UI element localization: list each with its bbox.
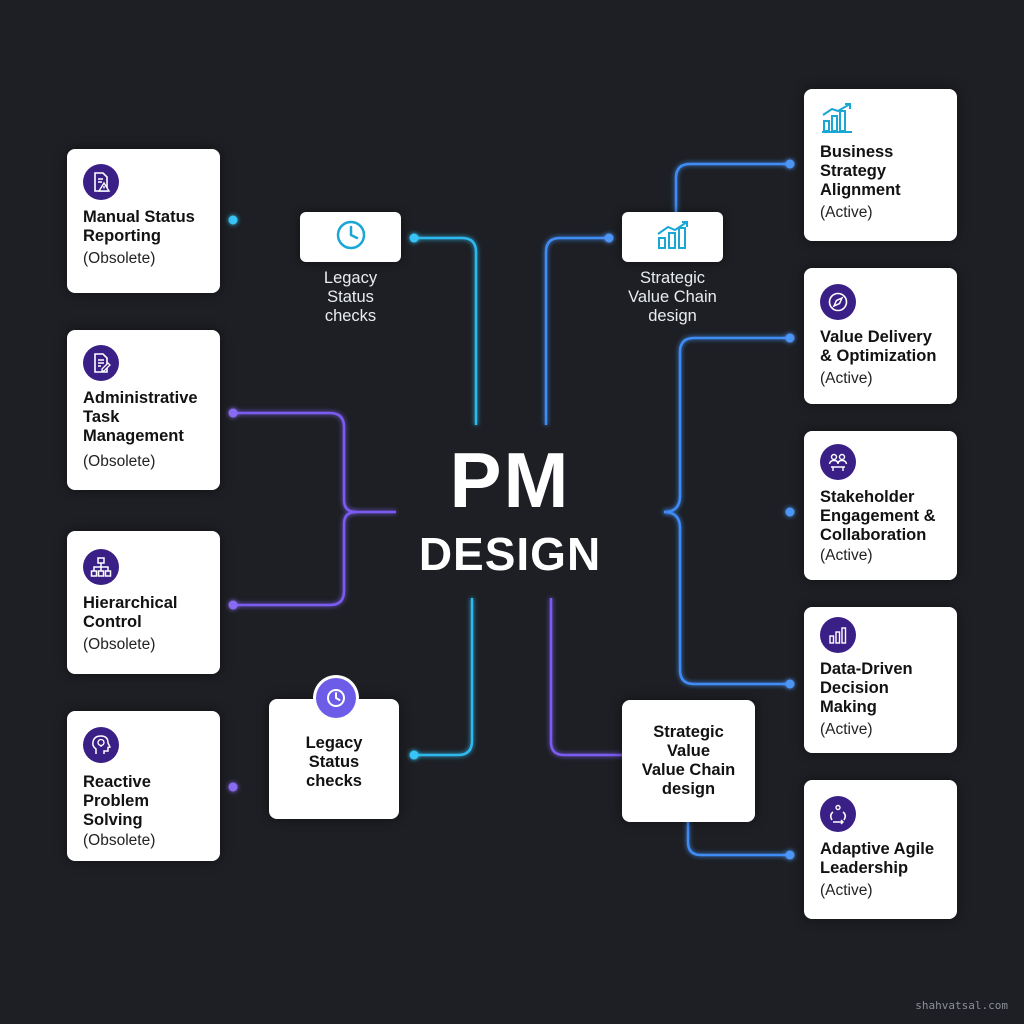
card-status: (Active): [820, 547, 873, 564]
hub-legacy-status-bottom: Legacy Status checks: [269, 699, 399, 819]
compass-icon: [820, 284, 856, 320]
card-status: (Active): [820, 882, 873, 899]
card-adaptive-agile-leadership: Adaptive Agile Leadership (Active): [804, 780, 957, 919]
bar-chart-growth-icon: [820, 101, 854, 140]
card-manual-status-reporting: Manual Status Reporting (Obsolete): [67, 149, 220, 293]
card-stakeholder-engagement: Stakeholder Engagement & Collaboration (…: [804, 431, 957, 580]
wire-dot: [228, 600, 238, 610]
hub-strategic-value-chain-top: [622, 212, 723, 262]
wire-legacy-to-center: [414, 236, 478, 425]
head-lightbulb-icon: [83, 727, 119, 763]
people-group-icon: [820, 444, 856, 480]
wire-hierarchical-bracket: [233, 510, 357, 607]
bar-chart-icon: [820, 617, 856, 653]
card-status: (Obsolete): [83, 832, 156, 849]
card-status: (Active): [820, 204, 873, 221]
card-business-strategy-alignment: Business Strategy Alignment (Active): [804, 89, 957, 241]
wire-bracket-to-value-delivery: [663, 336, 790, 514]
card-title: Manual Status Reporting: [83, 208, 195, 245]
wire-dot: [785, 679, 795, 689]
wire-center-to-strategic: [544, 236, 609, 425]
wire-dot: [785, 507, 795, 517]
wire-dot: [228, 215, 238, 225]
center-title-pm: PM: [449, 436, 571, 524]
card-title: Value Delivery & Optimization: [820, 328, 937, 365]
card-title: Hierarchical Control: [83, 594, 178, 631]
clock-icon: [334, 218, 368, 257]
card-title: Reactive Problem Solving: [83, 773, 151, 829]
wire-dot: [228, 782, 238, 792]
card-title: Adaptive Agile Leadership: [820, 840, 934, 877]
watermark: shahvatsal.com: [915, 999, 1008, 1012]
card-title: Stakeholder Engagement & Collaboration: [820, 488, 936, 544]
hub-strategic-value-chain-bottom: Strategic Value Value Chain design: [622, 700, 755, 822]
wire-dot: [604, 233, 614, 243]
org-chart-icon: [83, 549, 119, 585]
wire-dot: [785, 159, 795, 169]
card-status: (Active): [820, 721, 873, 738]
card-title: Business Strategy Alignment: [820, 143, 901, 199]
hub-legacy-status-bottom-label: Legacy Status checks: [305, 734, 363, 790]
wire-dot: [409, 233, 419, 243]
card-administrative-task-management: Administrative Task Management (Obsolete…: [67, 330, 220, 490]
wire-bracket-to-data-driven: [663, 510, 790, 686]
card-title: Data-Driven Decision Making: [820, 660, 913, 716]
clock-icon: [316, 678, 356, 718]
wire-center-to-strategic-bottom: [549, 598, 622, 757]
card-status: (Obsolete): [83, 453, 156, 470]
wire-dot: [409, 750, 419, 760]
wire-dot: [785, 850, 795, 860]
card-title: Administrative Task Management: [83, 389, 198, 445]
hub-legacy-status-top: [300, 212, 401, 262]
agile-cycle-icon: [820, 796, 856, 832]
growth-chart-icon: [654, 218, 692, 257]
card-status: (Obsolete): [83, 636, 156, 653]
hub-legacy-status-top-label: Legacy Status checks: [323, 269, 378, 325]
wire-dot: [785, 333, 795, 343]
card-hierarchical-control: Hierarchical Control (Obsolete): [67, 531, 220, 674]
wire-strategic-to-business: [674, 162, 790, 212]
task-document-icon: [83, 345, 119, 381]
card-status: (Active): [820, 370, 873, 387]
wire-dot: [228, 408, 238, 418]
wire-strategic-bottom-to-adaptive: [686, 822, 790, 857]
wire-legacy-bottom-to-center: [414, 598, 474, 757]
hub-strategic-value-chain-bottom-label: Strategic Value Value Chain design: [641, 723, 736, 798]
center-title-design: DESIGN: [418, 528, 602, 580]
card-status: (Obsolete): [83, 250, 156, 267]
card-reactive-problem-solving: Reactive Problem Solving (Obsolete): [67, 711, 220, 861]
card-data-driven-decision-making: Data-Driven Decision Making (Active): [804, 607, 957, 753]
card-value-delivery-optimization: Value Delivery & Optimization (Active): [804, 268, 957, 404]
hub-strategic-value-chain-top-label: Strategic Value Chain design: [628, 269, 717, 325]
report-warning-icon: [83, 164, 119, 200]
